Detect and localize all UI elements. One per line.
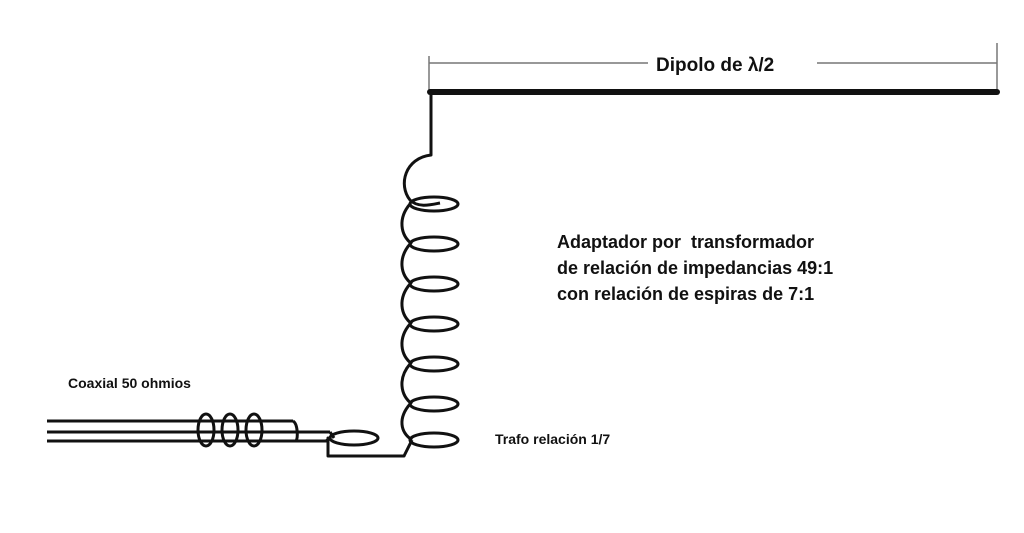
transformer-label: Trafo relación 1/7 xyxy=(495,431,610,447)
description-line-1: Adaptador por transformador xyxy=(557,232,814,252)
coax-label: Coaxial 50 ohmios xyxy=(68,375,191,391)
primary-coil xyxy=(328,429,380,447)
description-line-3: con relación de espiras de 7:1 xyxy=(557,284,814,304)
coax-cable xyxy=(47,419,336,443)
description-line-2: de relación de impedancias 49:1 xyxy=(557,258,833,278)
secondary-coil xyxy=(400,153,460,457)
dipole-dimension xyxy=(428,43,998,92)
dipole-label: Dipolo de λ/2 xyxy=(656,55,774,76)
coax-choke xyxy=(196,412,264,448)
return-wire xyxy=(326,436,406,458)
